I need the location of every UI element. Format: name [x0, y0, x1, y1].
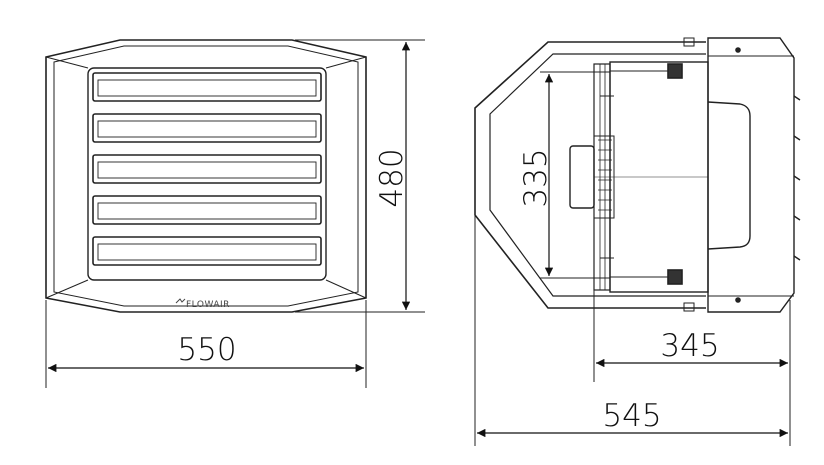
mounting-bracket [474, 41, 706, 309]
width-dimension [45, 300, 367, 388]
fan-dimension-label: 335 [518, 148, 554, 207]
mounting-bracket-inner [489, 53, 706, 297]
body-depth-dimension [593, 290, 791, 446]
flowair-logo: FLOWAIR [175, 298, 230, 310]
total-depth-dimension-label: 545 [602, 398, 661, 434]
front-grille [87, 67, 327, 281]
front-housing-inner [53, 45, 359, 307]
motor-housing [707, 101, 751, 250]
louver [92, 113, 322, 143]
front-housing [45, 39, 367, 313]
louver [92, 195, 322, 225]
brand-label: FLOWAIR [186, 300, 230, 310]
total-depth-dimension [474, 215, 788, 446]
height-dimension-label: 480 [374, 148, 410, 207]
front-view [45, 39, 367, 313]
fan-dimension [540, 71, 610, 279]
height-dimension [295, 39, 425, 313]
width-dimension-label: 550 [177, 332, 236, 368]
body-depth-dimension-label: 345 [660, 328, 719, 364]
rear-cover [707, 37, 795, 313]
louver [92, 154, 322, 184]
fan-hub [569, 145, 595, 209]
louver [92, 236, 322, 266]
louver [92, 72, 322, 102]
pipe-connector-top [667, 63, 683, 79]
pipe-connector-bottom [667, 269, 683, 285]
side-view [474, 37, 801, 313]
